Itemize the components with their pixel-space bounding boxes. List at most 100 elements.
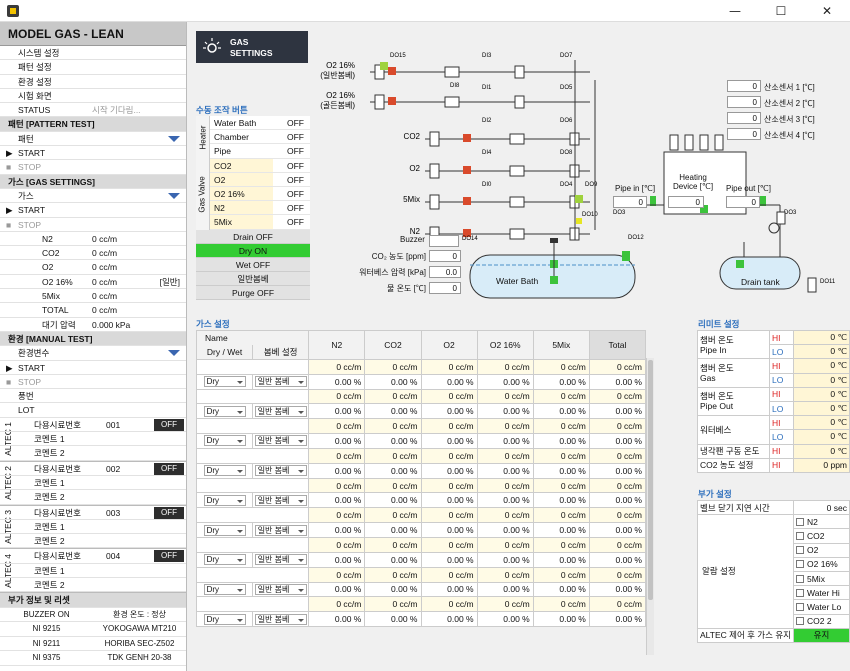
flow-cell[interactable]: 0 cc/m — [308, 388, 366, 405]
flow-name-cell[interactable] — [195, 358, 310, 375]
heating-device-value[interactable]: 0 — [668, 196, 704, 208]
flow-cell[interactable]: 0 cc/m — [420, 566, 478, 583]
flow-cell[interactable]: 0 cc/m — [364, 507, 422, 524]
flow-cell[interactable]: 0 cc/m — [476, 358, 534, 375]
comment-2[interactable]: 코멘트 2 — [0, 446, 186, 461]
scrollbar[interactable] — [646, 358, 654, 655]
flow-cell[interactable]: 0 cc/m — [364, 358, 422, 375]
flow-cell[interactable]: 0 cc/m — [588, 566, 647, 583]
flow-cell[interactable]: 0 cc/m — [420, 596, 478, 613]
manual-control-button[interactable]: Wet OFF — [196, 257, 310, 273]
flow-cell[interactable]: 0 cc/m — [476, 536, 534, 553]
drywet-select[interactable]: Dry — [203, 583, 246, 595]
flow-cell[interactable]: 0 cc/m — [588, 447, 647, 464]
flow-cell[interactable]: 0 cc/m — [588, 536, 647, 553]
flow-cell[interactable]: 0 cc/m — [420, 507, 478, 524]
valve-state[interactable]: OFF — [273, 172, 310, 186]
bombe-select[interactable]: 일반 봄베 — [254, 554, 307, 566]
flow-cell[interactable]: 0 cc/m — [364, 447, 422, 464]
checkbox[interactable] — [796, 560, 804, 569]
lo-limit-input[interactable]: 0 ℃ — [793, 429, 850, 445]
bombe-select[interactable]: 일반 봄베 — [254, 405, 307, 417]
drywet-select[interactable]: Dry — [203, 613, 246, 625]
flow-cell[interactable]: 0 cc/m — [532, 596, 590, 613]
valve-state[interactable]: OFF — [273, 186, 310, 201]
flow-cell[interactable]: 0 cc/m — [364, 388, 422, 405]
lo-limit-input[interactable]: 0 ℃ — [793, 372, 850, 388]
alarm-checkbox-cell[interactable]: O2 16% — [793, 556, 850, 572]
menu-system-settings[interactable]: 시스템 설정 — [0, 46, 186, 61]
menu-test-screen[interactable]: 시험 화면 — [0, 89, 186, 104]
valve-state[interactable]: OFF — [273, 215, 310, 229]
flow-cell[interactable]: 0 cc/m — [476, 447, 534, 464]
pattern-select[interactable]: 패턴 — [0, 132, 186, 147]
alarm-checkbox-cell[interactable]: CO2 2 — [793, 613, 850, 629]
sample-num[interactable]: 001 — [106, 419, 121, 430]
flow-cell[interactable]: 0 cc/m — [476, 477, 534, 494]
flow-cell[interactable]: 0 cc/m — [308, 477, 366, 494]
alarm-checkbox-cell[interactable]: 5Mix — [793, 570, 850, 587]
flow-cell[interactable]: 0 cc/m — [532, 358, 590, 375]
checkbox[interactable] — [796, 588, 804, 597]
flow-cell[interactable]: 0 cc/m — [476, 596, 534, 613]
gas-start-button[interactable]: ▶START — [0, 203, 186, 218]
manual-select[interactable]: 환경변수 — [0, 346, 186, 361]
flow-name-cell[interactable] — [195, 596, 310, 613]
flow-name-cell[interactable] — [195, 477, 310, 494]
flow-name-cell[interactable] — [195, 507, 310, 524]
valve-row[interactable]: O2 16%OFF — [210, 186, 310, 202]
flow-cell[interactable]: 0 cc/m — [308, 507, 366, 524]
drywet-select[interactable]: Dry — [203, 494, 246, 506]
flow-cell[interactable]: 0 cc/m — [420, 477, 478, 494]
flow-name-cell[interactable] — [195, 447, 310, 464]
manual-control-button[interactable]: Dry ON — [196, 243, 310, 258]
sample-num[interactable]: 004 — [106, 551, 121, 562]
flow-cell[interactable]: 0 cc/m — [532, 566, 590, 583]
flow-cell[interactable]: 0 cc/m — [588, 477, 647, 494]
bombe-select[interactable]: 일반 봄베 — [254, 583, 307, 595]
checkbox[interactable] — [796, 531, 804, 540]
menu-pattern-settings[interactable]: 패턴 설정 — [0, 60, 186, 75]
checkbox[interactable] — [796, 602, 804, 611]
menu-env-settings[interactable]: 환경 설정 — [0, 75, 186, 89]
limit-input[interactable]: 0 ℃ — [793, 443, 850, 459]
altec-toggle-button[interactable]: OFF — [154, 418, 184, 431]
hi-limit-input[interactable]: 0 ℃ — [793, 415, 850, 431]
gas-select[interactable]: 가스 — [0, 189, 186, 204]
flow-cell[interactable]: 0 cc/m — [364, 418, 422, 435]
flow-cell[interactable]: 0 cc/m — [308, 596, 366, 613]
drywet-select[interactable]: Dry — [203, 465, 246, 477]
comment-2[interactable]: 코멘트 2 — [0, 578, 186, 593]
flow-cell[interactable]: 0 cc/m — [476, 418, 534, 435]
flow-cell[interactable]: 0 cc/m — [532, 447, 590, 464]
bombe-select[interactable]: 일반 봄베 — [254, 494, 307, 506]
flow-cell[interactable]: 0 cc/m — [532, 477, 590, 494]
checkbox[interactable] — [796, 617, 804, 626]
flow-cell[interactable]: 0 cc/m — [588, 596, 647, 613]
checkbox[interactable] — [796, 517, 804, 526]
heater-state[interactable]: OFF — [273, 144, 310, 158]
flow-cell[interactable]: 0 cc/m — [476, 507, 534, 524]
flow-cell[interactable]: 0 cc/m — [532, 418, 590, 435]
pipe-out-value[interactable]: 0 — [726, 196, 760, 208]
flow-cell[interactable]: 0 cc/m — [364, 566, 422, 583]
flow-cell[interactable]: 0 cc/m — [308, 358, 366, 375]
altec-keep-toggle[interactable]: 유지 — [793, 627, 850, 643]
manual-control-button[interactable]: Drain OFF — [196, 229, 310, 244]
manual-control-button[interactable]: 일반봄베 — [196, 272, 310, 287]
hi-limit-input[interactable]: 0 ℃ — [793, 329, 850, 346]
close-button[interactable]: ✕ — [821, 4, 833, 18]
altec-toggle-button[interactable]: OFF — [154, 550, 184, 563]
pattern-stop-button[interactable]: ■STOP — [0, 160, 186, 175]
flow-name-cell[interactable] — [195, 536, 310, 553]
altec-toggle-button[interactable]: OFF — [154, 462, 184, 475]
valve-state[interactable]: OFF — [273, 201, 310, 215]
comment-2[interactable]: 코멘트 2 — [0, 534, 186, 549]
flow-cell[interactable]: 0 cc/m — [420, 536, 478, 553]
flow-cell[interactable]: 0 cc/m — [308, 536, 366, 553]
